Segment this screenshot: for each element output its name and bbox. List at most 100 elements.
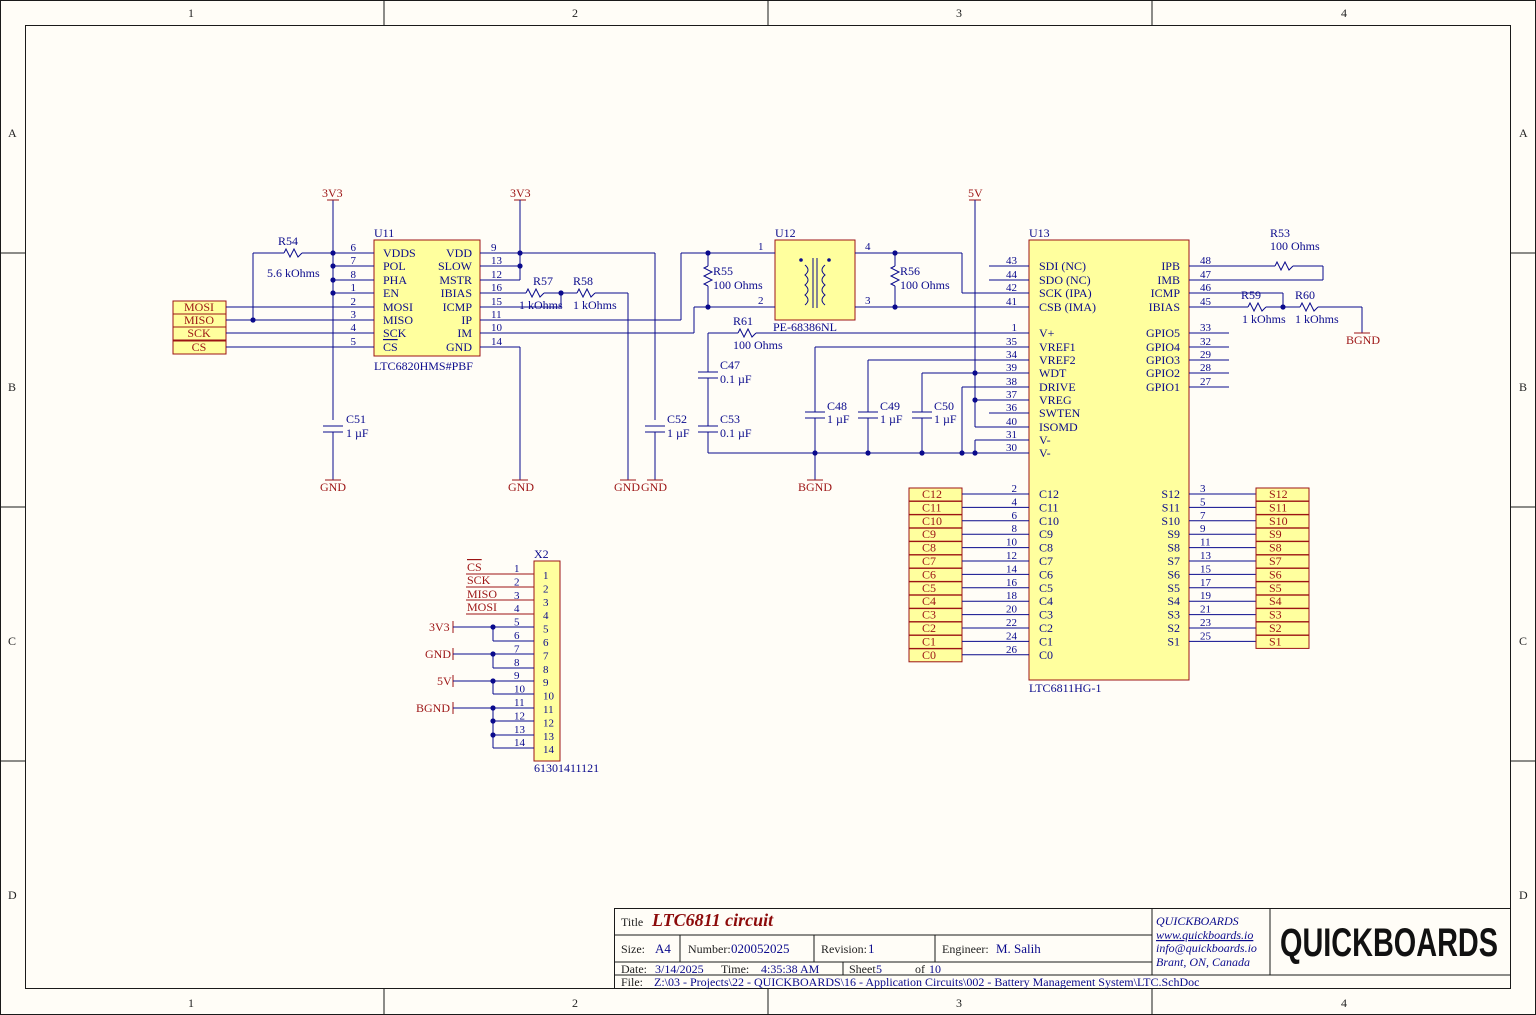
u11-pin-number: 6 (351, 242, 357, 254)
x2-pin-label: 6 (543, 637, 549, 649)
s-port-s11: S11 (1269, 500, 1287, 514)
u13-pin-name: C11 (1039, 500, 1059, 514)
u13-pin-number: 28 (1200, 362, 1212, 374)
tb-of: 10 (929, 962, 941, 976)
x2-bgnd: BGND (416, 701, 450, 715)
x2-pin-label: 13 (543, 731, 555, 743)
s-port-box (1255, 527, 1310, 542)
r56-ref: R56 (900, 264, 920, 278)
s-port-box (1255, 567, 1310, 582)
u11-pin-number: 3 (351, 309, 357, 321)
cell-port-c5: C5 (922, 581, 936, 595)
r61-ref: R61 (733, 314, 753, 328)
u11-pin-name: GND (446, 340, 472, 354)
u11-pin-name: MSTR (439, 273, 472, 287)
r54-value: 5.6 kOhms (267, 266, 320, 280)
r55-ref: R55 (713, 264, 733, 278)
u11-pin-name: EN (383, 286, 399, 300)
x2-pin-number: 13 (514, 724, 526, 736)
r58-ref: R58 (573, 274, 593, 288)
x2-pin-label: 1 (543, 570, 549, 582)
u11-wiring: R54 5.6 kOhms C51 1 µF 3V3 GND 3V3 GND (226, 186, 708, 494)
u13-supply-network: R61 100 Ohms C47 0.1 µF C53 0.1 µF C48 1… (698, 186, 1015, 494)
s-port-s7: S7 (1269, 554, 1282, 568)
u11-pin-name: IP (461, 313, 472, 327)
tb-company: QUICKBOARDS (1156, 914, 1239, 928)
u13-pin-name: V+ (1039, 326, 1055, 340)
u11-pin-name: SLOW (438, 259, 473, 273)
x2-pin-number: 10 (514, 684, 526, 696)
tb-date-label: Date: (621, 962, 647, 976)
cell-port-c10: C10 (922, 514, 942, 528)
u11-pin-name: VDD (446, 246, 472, 260)
u13-pin-name: C5 (1039, 581, 1053, 595)
r57-ref: R57 (533, 274, 553, 288)
gnd-c52: GND (641, 480, 667, 494)
u13-pin-number: 40 (1006, 416, 1018, 428)
cell-port-c2: C2 (922, 621, 936, 635)
gnd-r58: GND (614, 480, 640, 494)
cell-port-c9: C9 (922, 527, 936, 541)
x2-net-mosi: MOSI (467, 600, 497, 614)
x2-pin-number: 11 (514, 697, 525, 709)
u13-pin-name: S9 (1167, 527, 1180, 541)
u13-pin-number: 14 (1006, 563, 1018, 575)
u13-pin-name: VREG (1039, 393, 1072, 407)
u13-pin-name: S6 (1167, 567, 1180, 581)
u11-pin-name: ICMP (443, 300, 473, 314)
r61-value: 100 Ohms (733, 338, 783, 352)
u13-pin-name: VREF1 (1039, 340, 1076, 354)
u13-pin-name: C9 (1039, 527, 1053, 541)
tb-email: info@quickboards.io (1156, 941, 1257, 955)
u13-pin-number: 48 (1200, 255, 1212, 267)
u13-pin-name: GPIO1 (1146, 380, 1180, 394)
u13-pin-name: C2 (1039, 621, 1053, 635)
r59-value: 1 kOhms (1242, 312, 1286, 326)
u13-pin-name: C4 (1039, 594, 1053, 608)
u12-pin-3: 3 (865, 295, 871, 307)
tb-sheet: 5 (876, 962, 882, 976)
u13-pin-name: C1 (1039, 634, 1053, 648)
u11-pin-number: 13 (491, 255, 503, 267)
tb-revision: 1 (868, 941, 875, 956)
u13-pin-number: 10 (1006, 537, 1018, 549)
u13-pin-name: S11 (1162, 500, 1180, 514)
s-port-box (1255, 608, 1310, 623)
u12-pin-1: 1 (758, 241, 764, 253)
u13-pin-number: 1 (1012, 322, 1018, 334)
bgnd-r60: BGND (1346, 333, 1380, 347)
u11-pin-name: VDDS (383, 246, 416, 260)
u13-pin-name: C10 (1039, 514, 1059, 528)
tb-of-label: of (915, 962, 925, 976)
s-port-box (1255, 541, 1310, 556)
u13-pin-name: S4 (1167, 594, 1180, 608)
u13-pin-number: 26 (1006, 644, 1018, 656)
x2-pin-number: 14 (514, 737, 526, 749)
u13-pin-number: 36 (1006, 402, 1018, 414)
u13-pin-number: 35 (1006, 336, 1018, 348)
u13-pin-number: 4 (1012, 496, 1018, 508)
quickboards-logo: QUICKBOARDS (1280, 921, 1498, 965)
r55-value: 100 Ohms (713, 278, 763, 292)
s-port-s9: S9 (1269, 527, 1282, 541)
r53-ref: R53 (1270, 226, 1290, 240)
zone-col-2-bottom: 2 (572, 996, 578, 1010)
u13-pin-number: 19 (1200, 590, 1212, 602)
x2-body (533, 560, 561, 762)
u13-pin-name: GPIO4 (1146, 340, 1180, 354)
c47-value: 0.1 µF (720, 372, 752, 386)
u11-body (373, 239, 481, 357)
tb-web: www.quickboards.io (1156, 928, 1253, 942)
x2-pin-number: 8 (514, 657, 520, 669)
u13-pin-name: S3 (1167, 608, 1180, 622)
x2-pin-number: 12 (514, 710, 525, 722)
u11-pin-number: 11 (491, 309, 502, 321)
u13-pin-number: 23 (1200, 617, 1212, 629)
x2-pin-label: 11 (543, 704, 554, 716)
x2-net-cs: CS (467, 560, 482, 574)
tb-title: LTC6811 circuit (651, 910, 774, 930)
tb-number-label: Number: (688, 942, 731, 956)
u11-pin-name: SCK (383, 326, 407, 340)
x2-pin-label: 7 (543, 650, 549, 662)
